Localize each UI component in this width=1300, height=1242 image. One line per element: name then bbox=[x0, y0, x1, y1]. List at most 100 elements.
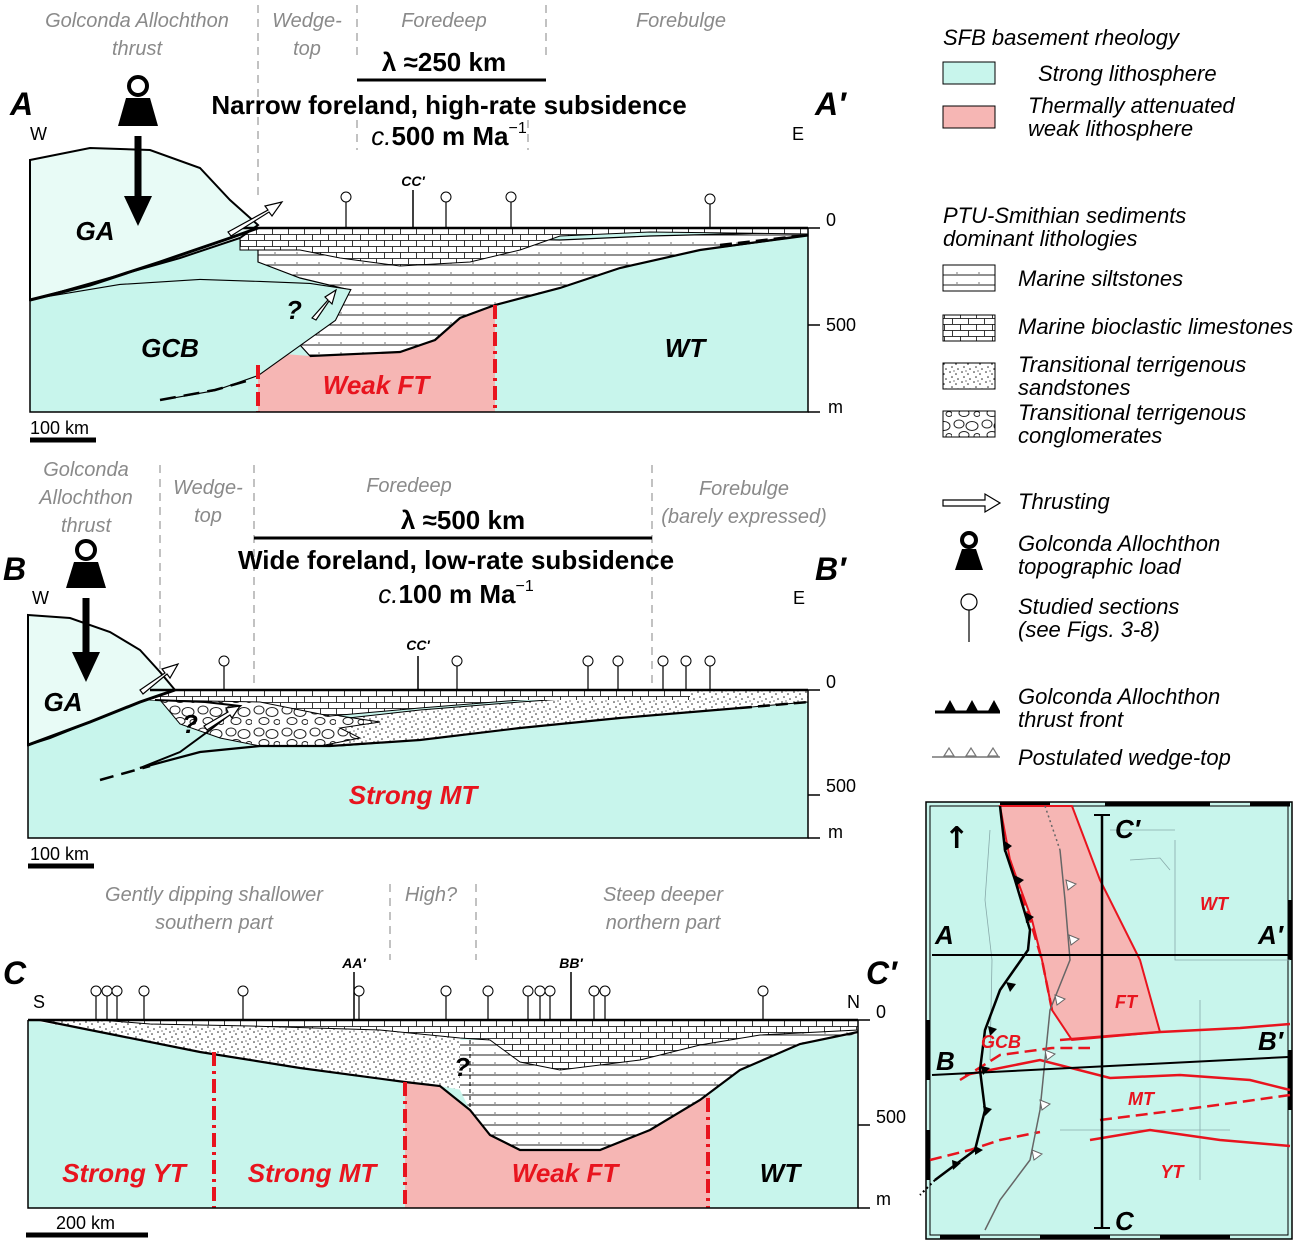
strong-mt-label-b: Strong MT bbox=[349, 780, 480, 810]
section-label-b: B bbox=[3, 551, 26, 587]
section-label-a: A bbox=[9, 86, 33, 122]
legend-section-pin-icon bbox=[960, 593, 978, 611]
legend-lime-swatch bbox=[942, 314, 996, 342]
question-a: ? bbox=[286, 295, 302, 325]
section-pins-b bbox=[218, 655, 716, 690]
legend-weak-label-2: weak lithosphere bbox=[1028, 116, 1193, 141]
map-label-wt: WT bbox=[1200, 894, 1230, 914]
weak-ft-label-a: Weak FT bbox=[323, 370, 432, 400]
map-label-b-prime: B′ bbox=[1258, 1026, 1285, 1056]
sandstone-fill-c bbox=[40, 1020, 462, 1090]
section-b: Golconda Allochthon thrust Wedge- top Fo… bbox=[3, 459, 856, 869]
legend: SFB basement rheology Strong lithosphere… bbox=[932, 25, 1293, 770]
zone-forebulge-label-b1: Forebulge bbox=[699, 478, 789, 500]
tick-500-b: 500 bbox=[826, 776, 856, 796]
load-icon-b bbox=[75, 539, 97, 561]
legend-sand-swatch bbox=[942, 362, 996, 390]
section-label-a-prime: A′ bbox=[814, 86, 847, 122]
legend-wedge-label: Postulated wedge-top bbox=[1018, 745, 1231, 770]
question-b: ? bbox=[182, 709, 198, 739]
zone-thrust-label-a2: thrust bbox=[112, 38, 163, 60]
zone-south-label-2: southern part bbox=[155, 912, 274, 934]
south-label-c: S bbox=[33, 992, 45, 1012]
strong-mt-label-c: Strong MT bbox=[248, 1158, 379, 1188]
legend-front-label-2: thrust front bbox=[1018, 707, 1124, 732]
legend-load-icon bbox=[960, 531, 978, 549]
zone-foredeep-label-a: Foredeep bbox=[401, 10, 487, 32]
north-label-c: N bbox=[847, 992, 860, 1012]
scale-label-a: 100 km bbox=[30, 418, 89, 438]
headline-a: Narrow foreland, high-rate subsidence bbox=[211, 90, 686, 120]
weak-ft-fill-c bbox=[405, 1082, 710, 1208]
wt-label-a: WT bbox=[665, 333, 708, 363]
zone-thrust-label-b2: Allochthon bbox=[38, 487, 132, 509]
section-a: Golconda Allochthon thrust Wedge- top Fo… bbox=[9, 5, 856, 443]
legend-front-label-1: Golconda Allochthon bbox=[1018, 684, 1220, 709]
west-label-b: W bbox=[32, 588, 49, 608]
map-label-ft: FT bbox=[1115, 992, 1139, 1012]
map-wedge-top bbox=[984, 849, 1071, 1231]
legend-thrust-icon bbox=[942, 492, 1002, 514]
question-c: ? bbox=[454, 1052, 470, 1082]
wt-label-c: WT bbox=[760, 1158, 803, 1188]
weak-ft-label-c: Weak FT bbox=[512, 1158, 621, 1188]
tick-0-b: 0 bbox=[826, 672, 836, 692]
legend-load-label-1: Golconda Allochthon bbox=[1018, 531, 1220, 556]
tag-cc-b: CC′ bbox=[406, 637, 430, 653]
legend-silt-swatch bbox=[942, 264, 996, 292]
legend-sections-label-1: Studied sections bbox=[1018, 594, 1179, 619]
legend-thrust-label: Thrusting bbox=[1018, 489, 1110, 514]
map-label-c: C bbox=[1115, 1206, 1135, 1236]
section-label-c-prime: C′ bbox=[866, 955, 898, 991]
legend-rheology-title: SFB basement rheology bbox=[943, 25, 1181, 50]
legend-strong-swatch bbox=[942, 61, 996, 85]
legend-load-label-2: topographic load bbox=[1018, 554, 1181, 579]
map-thrust-front bbox=[934, 805, 1032, 1181]
map-label-a: A bbox=[934, 920, 954, 950]
zone-forebulge-label-a: Forebulge bbox=[636, 10, 726, 32]
zone-wedge-label-a2: top bbox=[293, 38, 321, 60]
legend-cong-label-2: conglomerates bbox=[1018, 423, 1162, 448]
zone-wedge-label-a1: Wedge- bbox=[272, 10, 342, 32]
ga-label-b: GA bbox=[44, 687, 83, 717]
rate-a: c.500 m Ma−1 bbox=[371, 120, 527, 151]
legend-sand-label-1: Transitional terrigenous bbox=[1018, 352, 1246, 377]
scale-label-c: 200 km bbox=[56, 1213, 115, 1233]
zone-thrust-label-b3: thrust bbox=[61, 515, 112, 537]
thrust-arrow-icon-a bbox=[227, 201, 284, 237]
scale-label-b: 100 km bbox=[30, 844, 89, 864]
legend-sections-label-2: (see Figs. 3-8) bbox=[1018, 617, 1160, 642]
legend-weak-label-1: Thermally attenuated bbox=[1028, 93, 1235, 118]
map-inset: ↑ A A′ B B′ C C′ WT FT GCB MT YT bbox=[919, 801, 1293, 1240]
tick-500-a: 500 bbox=[826, 315, 856, 335]
map-label-mt: MT bbox=[1128, 1089, 1156, 1109]
legend-silt-label: Marine siltstones bbox=[1018, 266, 1183, 291]
section-c: Gently dipping shallower southern part H… bbox=[3, 884, 906, 1238]
tag-cc-a: CC′ bbox=[401, 173, 425, 189]
west-label-a: W bbox=[30, 124, 47, 144]
rate-b: c.100 m Ma−1 bbox=[378, 578, 534, 609]
zone-wedge-label-b1: Wedge- bbox=[173, 477, 243, 499]
section-label-c: C bbox=[3, 955, 27, 991]
map-label-c-prime: C′ bbox=[1115, 814, 1142, 844]
map-line-b bbox=[931, 1056, 1289, 1076]
legend-sed-title-1: PTU-Smithian sediments bbox=[943, 203, 1186, 228]
zone-forebulge-label-b2: (barely expressed) bbox=[661, 506, 827, 528]
map-north-arrow-icon: ↑ bbox=[944, 821, 969, 856]
headline-b: Wide foreland, low-rate subsidence bbox=[238, 545, 674, 575]
section-label-b-prime: B′ bbox=[815, 551, 847, 587]
map-label-gcb: GCB bbox=[981, 1032, 1021, 1052]
map-label-a-prime: A′ bbox=[1257, 920, 1285, 950]
load-icon-a bbox=[127, 75, 149, 97]
east-label-b: E bbox=[793, 588, 805, 608]
wavelength-a: λ ≈250 km bbox=[382, 47, 506, 77]
map-label-yt: YT bbox=[1160, 1162, 1185, 1182]
zone-foredeep-label-b: Foredeep bbox=[366, 475, 452, 497]
thrust-arrow-icon-b bbox=[139, 662, 180, 695]
tick-0-c: 0 bbox=[876, 1002, 886, 1022]
zone-north-label-1: Steep deeper bbox=[603, 884, 724, 906]
strong-yt-label-c: Strong YT bbox=[62, 1158, 188, 1188]
legend-weak-swatch bbox=[942, 105, 996, 129]
zone-thrust-label-b1: Golconda bbox=[43, 459, 129, 481]
